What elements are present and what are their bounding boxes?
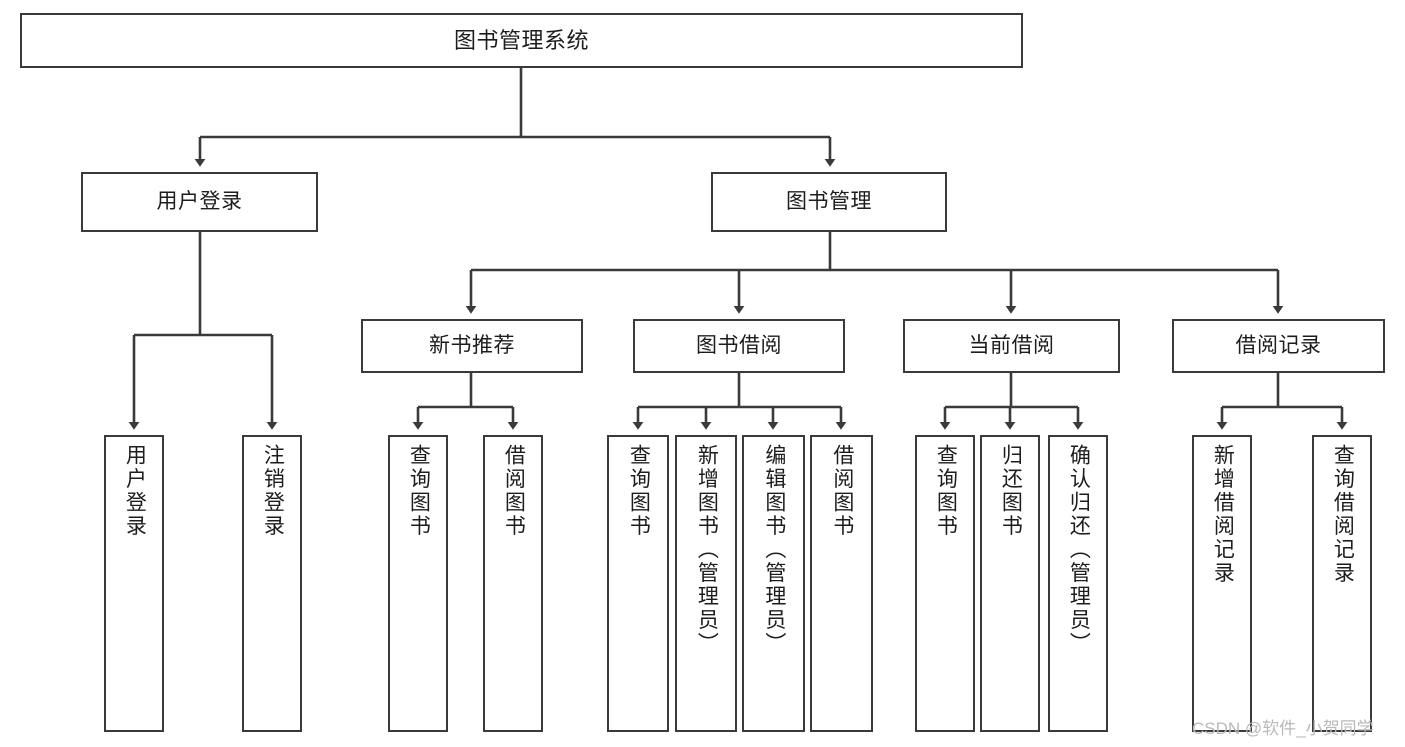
node-leaf-query-borrow-record[interactable]: 查询借阅记录 bbox=[1312, 435, 1372, 732]
node-leaf-logout[interactable]: 注销登录 bbox=[242, 435, 302, 732]
node-current-borrow-label: 当前借阅 bbox=[968, 333, 1055, 357]
node-leaf-query-book-borrow-label: 查询图书 bbox=[627, 444, 651, 538]
node-leaf-add-book-admin-label: 新增图书（管理员） bbox=[695, 444, 719, 656]
csdn-watermark: CSDN @软件_小贺同学 bbox=[1192, 719, 1374, 738]
node-leaf-query-book-recommend[interactable]: 查询图书 bbox=[388, 435, 448, 732]
node-leaf-borrow-book-recommend-label: 借阅图书 bbox=[502, 444, 526, 538]
node-user-login-label: 用户登录 bbox=[156, 189, 243, 213]
node-user-login[interactable]: 用户登录 bbox=[81, 172, 318, 232]
node-book-management-label: 图书管理 bbox=[786, 189, 872, 213]
node-current-borrow[interactable]: 当前借阅 bbox=[903, 319, 1120, 373]
node-borrow-record-label: 借阅记录 bbox=[1235, 333, 1322, 357]
node-leaf-edit-book-admin[interactable]: 编辑图书（管理员） bbox=[742, 435, 805, 732]
node-leaf-add-borrow-record[interactable]: 新增借阅记录 bbox=[1192, 435, 1252, 732]
node-leaf-logout-label: 注销登录 bbox=[261, 444, 285, 538]
node-root-label: 图书管理系统 bbox=[453, 27, 589, 53]
node-book-borrow-label: 图书借阅 bbox=[696, 333, 782, 357]
node-leaf-borrow-book[interactable]: 借阅图书 bbox=[810, 435, 873, 732]
node-book-management[interactable]: 图书管理 bbox=[711, 172, 947, 232]
node-leaf-add-borrow-record-label: 新增借阅记录 bbox=[1211, 444, 1235, 585]
node-leaf-edit-book-admin-label: 编辑图书（管理员） bbox=[762, 444, 786, 656]
node-new-book-recommend-label: 新书推荐 bbox=[429, 333, 515, 357]
node-book-borrow[interactable]: 图书借阅 bbox=[633, 319, 845, 373]
node-leaf-borrow-book-recommend[interactable]: 借阅图书 bbox=[483, 435, 543, 732]
node-leaf-return-book[interactable]: 归还图书 bbox=[980, 435, 1040, 732]
node-leaf-confirm-return-admin[interactable]: 确认归还（管理员） bbox=[1048, 435, 1108, 732]
node-leaf-query-book-recommend-label: 查询图书 bbox=[407, 444, 431, 538]
node-root[interactable]: 图书管理系统 bbox=[20, 13, 1023, 68]
node-leaf-confirm-return-admin-label: 确认归还（管理员） bbox=[1067, 444, 1091, 656]
node-leaf-add-book-admin[interactable]: 新增图书（管理员） bbox=[675, 435, 737, 732]
node-leaf-return-book-label: 归还图书 bbox=[999, 444, 1023, 538]
node-leaf-user-login[interactable]: 用户登录 bbox=[104, 435, 164, 732]
node-leaf-query-book-current[interactable]: 查询图书 bbox=[915, 435, 975, 732]
node-borrow-record[interactable]: 借阅记录 bbox=[1172, 319, 1385, 373]
node-leaf-user-login-label: 用户登录 bbox=[123, 444, 147, 538]
node-leaf-query-book-borrow[interactable]: 查询图书 bbox=[607, 435, 669, 732]
node-leaf-query-borrow-record-label: 查询借阅记录 bbox=[1331, 444, 1355, 585]
node-new-book-recommend[interactable]: 新书推荐 bbox=[361, 319, 583, 373]
node-leaf-query-book-current-label: 查询图书 bbox=[934, 444, 958, 538]
node-leaf-borrow-book-label: 借阅图书 bbox=[830, 444, 854, 538]
